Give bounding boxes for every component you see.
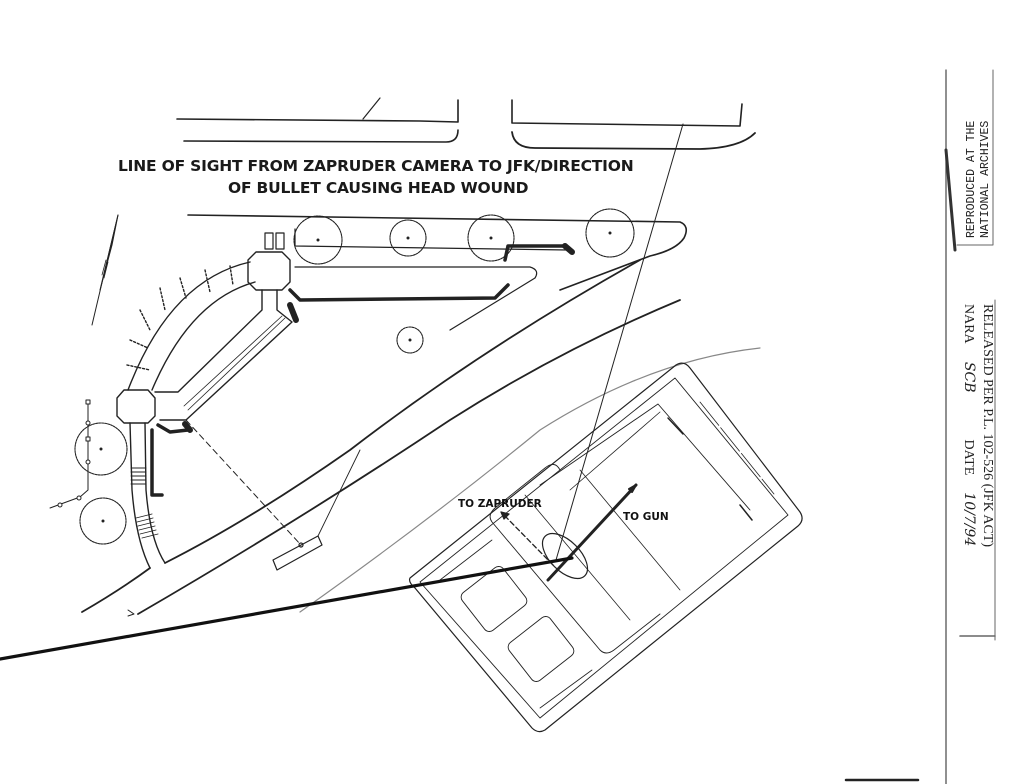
date-value: 10/7/94 xyxy=(961,492,977,547)
tree xyxy=(79,497,127,545)
line-of-sight-zapruder xyxy=(0,556,574,661)
grassy-knoll-walkway xyxy=(187,214,688,331)
label-to-gun: TO GUN xyxy=(623,511,669,523)
nara-label: NARA xyxy=(961,304,976,343)
label-to-zapruder: TO ZAPRUDER xyxy=(458,498,542,510)
nara-row: NARA SCB DATE 10/7/94 xyxy=(960,304,977,546)
post-line xyxy=(49,399,91,509)
trees xyxy=(74,208,635,545)
tree xyxy=(585,208,635,258)
archive-stamp-border xyxy=(944,69,996,784)
diagram-title-line-2: OF BULLET CAUSING HEAD WOUND xyxy=(228,179,529,197)
stockade-fence xyxy=(287,243,575,323)
tree xyxy=(467,214,515,262)
release-line: RELEASED PER P.L. 102-526 (JFK ACT) xyxy=(980,304,995,548)
release-stamp: RELEASED PER P.L. 102-526 (JFK ACT) NARA… xyxy=(955,300,995,640)
trajectory-line-tsbd xyxy=(555,123,684,561)
tree xyxy=(74,422,128,476)
presidential-limousine xyxy=(408,362,803,733)
pergola xyxy=(116,251,293,569)
arrow-to-zapruder xyxy=(500,511,554,566)
date-label: DATE xyxy=(961,439,976,476)
reproduced-line-1: REPRODUCED AT THE xyxy=(965,120,978,238)
north-arrow-icon xyxy=(91,214,119,326)
top-street-curbs xyxy=(176,97,756,150)
tree xyxy=(396,326,424,354)
diagram-title-line-1: LINE OF SIGHT FROM ZAPRUDER CAMERA TO JF… xyxy=(118,157,634,175)
reproduced-line-2: NATIONAL ARCHIVES xyxy=(979,120,992,238)
elm-street-curbs xyxy=(81,259,761,617)
tree xyxy=(293,215,343,265)
reproduced-stamp: REPRODUCED AT THE NATIONAL ARCHIVES xyxy=(960,70,998,240)
trajectory-to-gun xyxy=(546,483,638,582)
nara-initials: SCB xyxy=(961,361,977,393)
zapruder-pedestal xyxy=(185,419,361,571)
tree xyxy=(389,219,427,257)
